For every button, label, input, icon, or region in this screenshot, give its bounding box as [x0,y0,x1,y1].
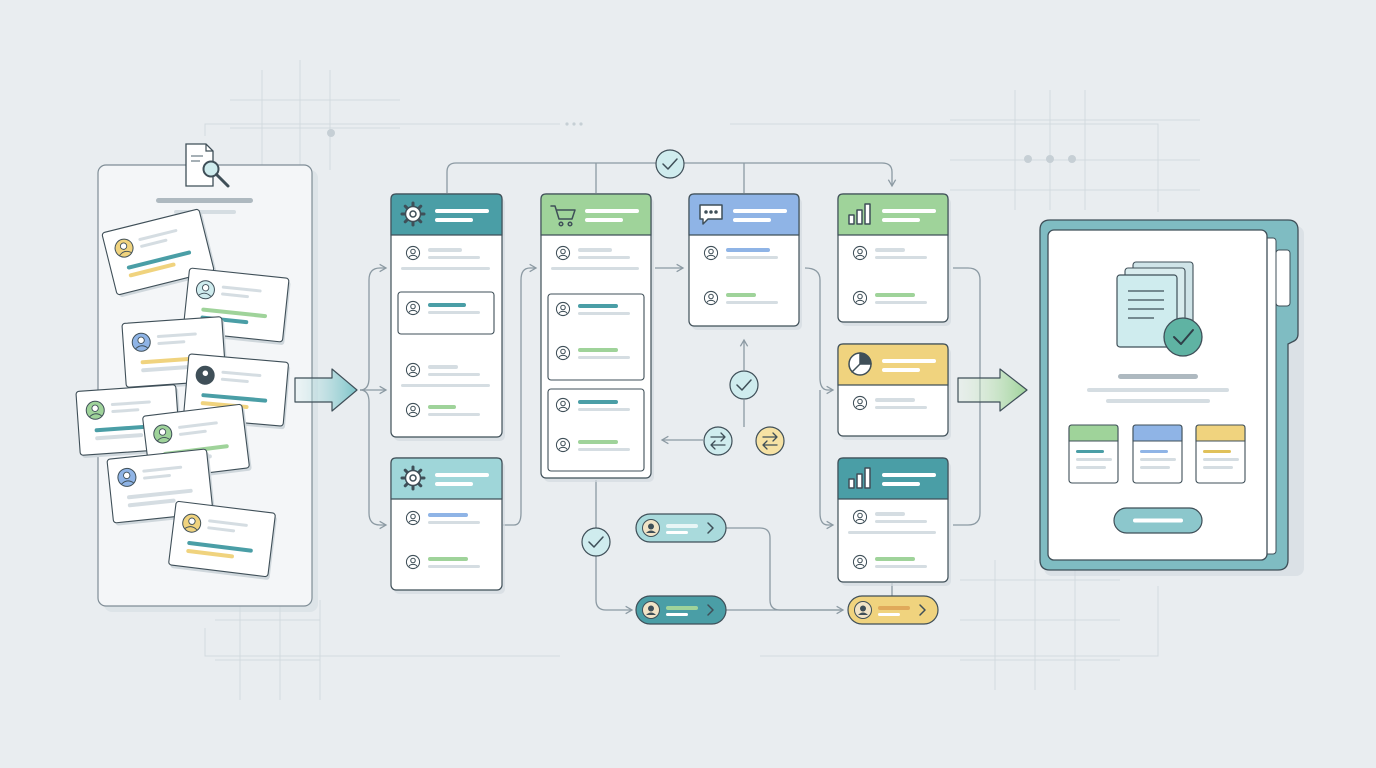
bar-chart-icon [848,467,871,489]
avatar-icon [555,437,571,453]
avatar-icon [405,245,421,261]
chevron-right-icon [919,604,926,616]
process-columns [390,193,951,594]
bar-chart-icon [848,203,871,225]
source-panel [75,143,318,612]
shopping-cart-icon [550,205,576,227]
avatar-icon [852,245,868,261]
user-pill-button[interactable] [847,595,939,625]
card-header [390,193,503,236]
avatar-icon [405,362,421,378]
flow-arrow-output [957,368,1028,412]
submit-pill-button[interactable] [1113,507,1203,534]
check-node-top[interactable] [655,149,685,179]
user-pills [635,513,939,625]
card-header [390,457,503,500]
avatar-icon [405,300,421,316]
gear-icon [400,465,426,491]
gear-icon [400,201,426,227]
output-tile-green [1068,424,1119,484]
source-card-stack [75,208,291,580]
avatar-icon [405,402,421,418]
avatar-icon [555,345,571,361]
avatar-icon [852,395,868,411]
process-card-setup-alt[interactable] [390,457,505,594]
output-folder [1039,219,1304,576]
avatar-icon [555,397,571,413]
swap-node-yellow[interactable] [755,426,785,456]
process-card-analytics[interactable] [837,193,951,326]
output-tile-yellow [1195,424,1246,484]
avatar-icon [555,301,571,317]
chevron-right-icon [707,604,714,616]
background-grid [204,60,1200,700]
user-pill-button[interactable] [635,513,727,543]
avatar-icon [852,554,868,570]
check-node-middle[interactable] [729,370,759,400]
profile-card [168,500,277,580]
swap-arrows-icon [762,432,778,450]
process-card-cart[interactable] [540,193,654,482]
avatar-icon [405,510,421,526]
pie-chart-icon [848,352,872,376]
check-node-bottom[interactable] [581,527,611,557]
process-card-report[interactable] [837,343,951,440]
avatar-icon [555,245,571,261]
process-card-setup[interactable] [390,193,505,441]
avatar-icon [703,290,719,306]
avatar-icon [405,554,421,570]
avatar-icon [852,290,868,306]
connector-lines [359,162,981,615]
decor-dots [327,122,1076,163]
swap-arrows-icon [710,432,726,450]
swap-node-teal[interactable] [703,426,733,456]
process-card-chat[interactable] [688,193,802,330]
avatar-icon [703,245,719,261]
process-card-analytics-alt[interactable] [837,457,951,586]
output-tiles [1068,424,1246,484]
flow-arrow-right [294,368,358,412]
document-search-icon [185,143,230,188]
chevron-right-icon [707,522,714,534]
user-pill-button[interactable] [635,595,727,625]
chat-bubble-icon [699,204,723,225]
avatar-icon [852,509,868,525]
document-check-icon [1116,261,1203,357]
output-tile-blue [1132,424,1183,484]
